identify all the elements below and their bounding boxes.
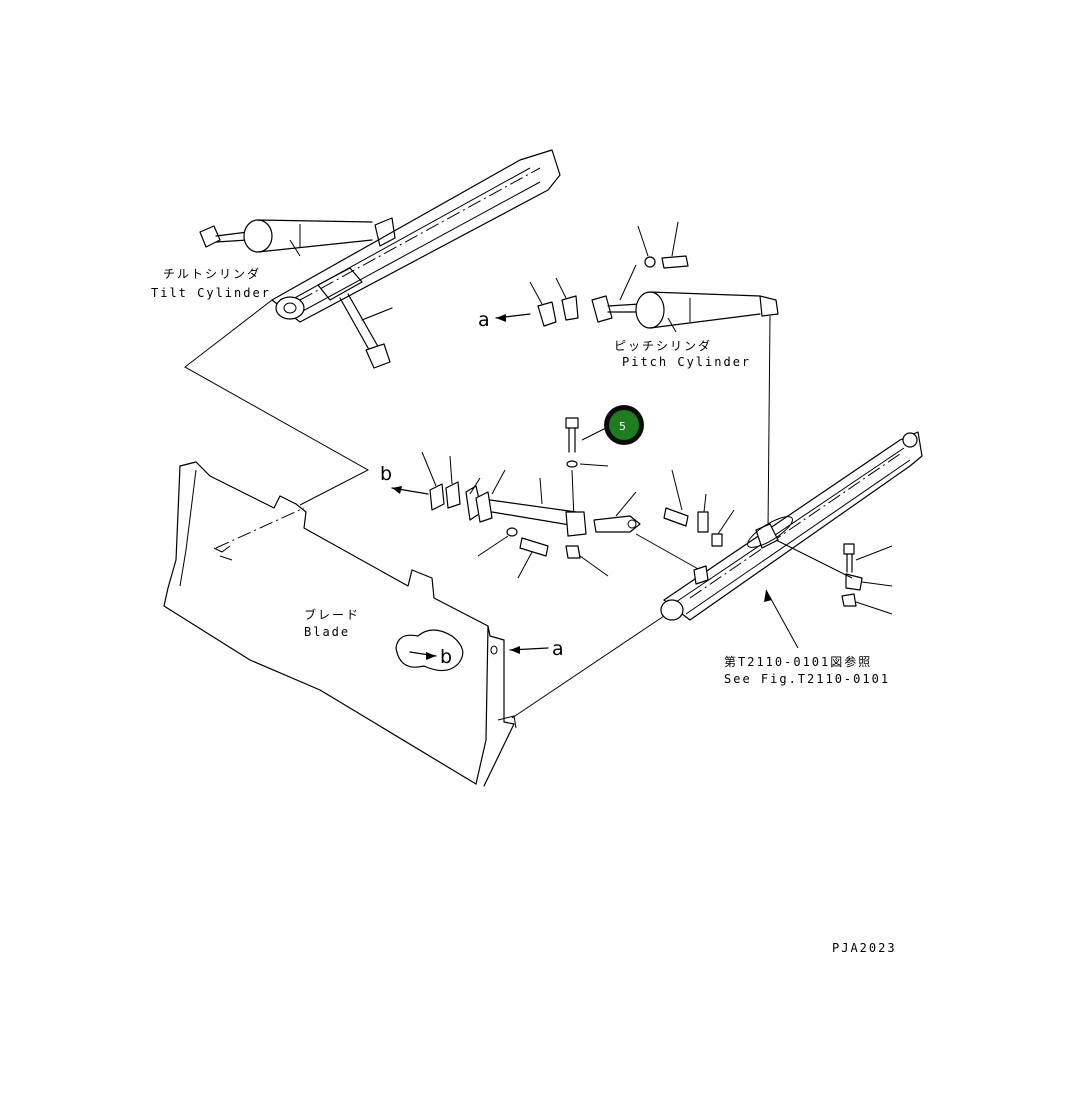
ref-letter-b-blade: b (440, 646, 452, 668)
tilt-cylinder-label-jp: チルトシリンダ (163, 266, 261, 281)
drawing-code: PJA2023 (832, 941, 897, 955)
ref-letter-a-top: a (478, 309, 490, 331)
ref-letter-b-left: b (380, 463, 392, 485)
brace-link (465, 469, 587, 537)
rod-end (593, 491, 701, 571)
tilt-to-blade-line (184, 299, 370, 506)
blade-label-en: Blade (304, 625, 350, 639)
blade-label-jp: ブレード (304, 607, 360, 622)
tilt-cylinder (199, 219, 393, 369)
pitch-cylinder-label-jp: ピッチシリンダ (614, 338, 712, 353)
lower-washer-bolt-nut (477, 527, 609, 579)
pitch-cylinder (591, 291, 779, 531)
frame-bolt-nut-set (775, 539, 893, 615)
callout-badge-fill (609, 410, 639, 440)
pitch-frame (660, 431, 923, 621)
pin-bolt-nut-set (663, 469, 735, 547)
tilt-cylinder-label-en: Tilt Cylinder (151, 286, 271, 300)
see-fig-label-en: See Fig.T2110-0101 (724, 672, 890, 686)
ref-letter-a-blade: a (552, 638, 564, 660)
pitch-bolt-washer (619, 221, 689, 301)
callout-badge-number: 5 (619, 420, 626, 433)
frame-to-blade-line (511, 615, 665, 719)
pitch-cylinder-brackets (529, 277, 579, 327)
callout-bolt (565, 417, 609, 521)
callout-badge[interactable]: 5 (604, 405, 644, 445)
blade (163, 461, 517, 787)
tilt-cylinder-frame (271, 149, 561, 323)
pitch-cylinder-label-en: Pitch Cylinder (622, 355, 751, 369)
see-fig-label-jp: 第T2110-0101図参照 (724, 654, 872, 669)
shims (421, 451, 461, 511)
